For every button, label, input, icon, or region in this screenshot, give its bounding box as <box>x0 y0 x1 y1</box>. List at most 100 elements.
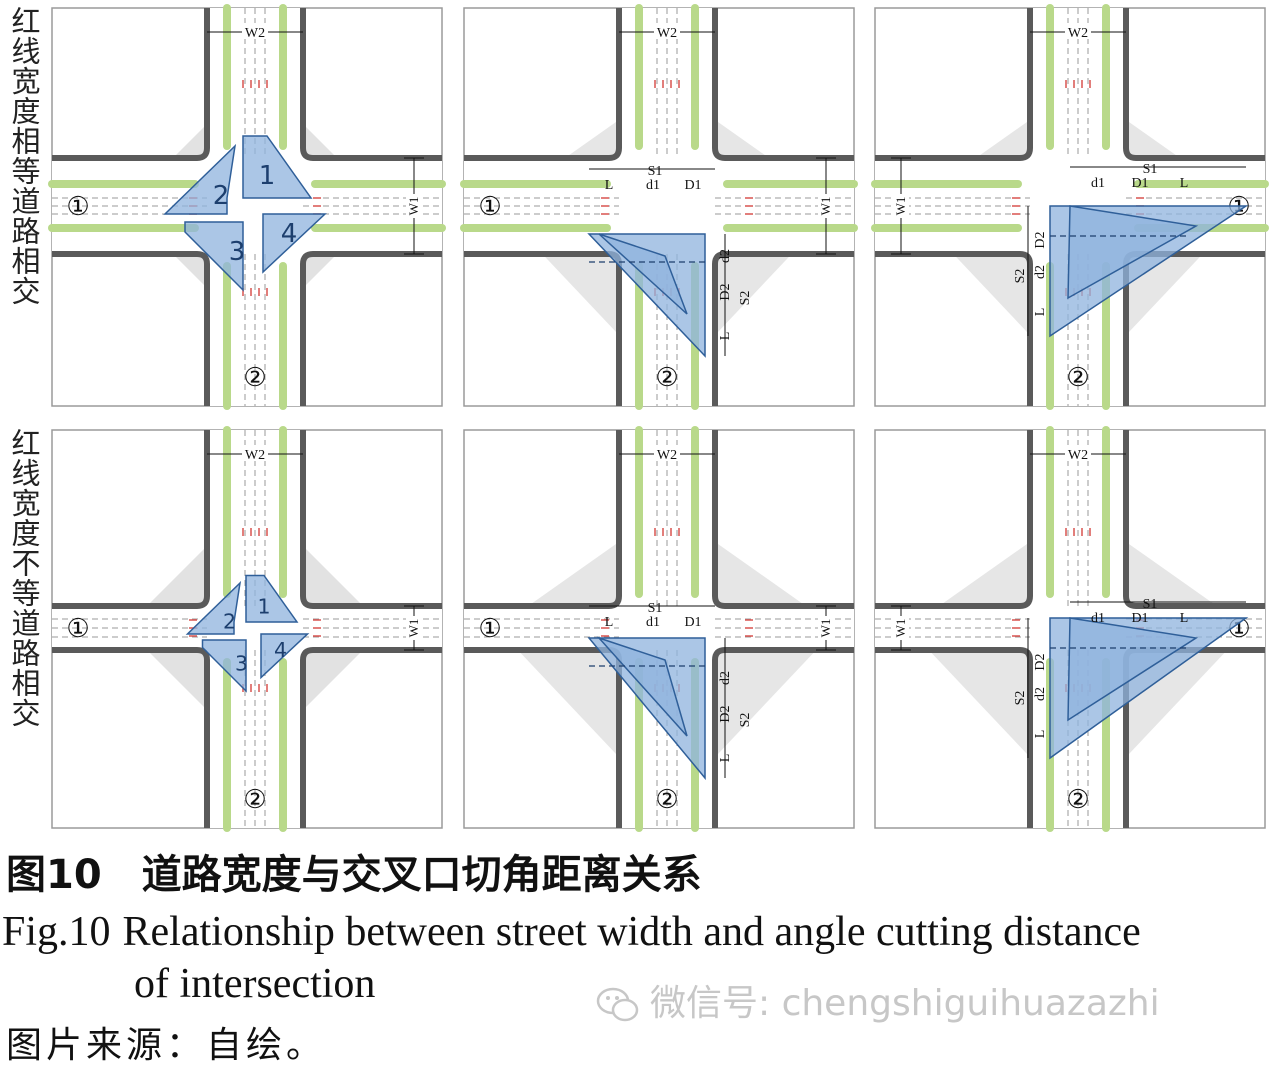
road-edge <box>52 430 210 609</box>
w2-bg <box>242 23 268 39</box>
wechat-icon <box>596 987 639 1022</box>
corner-triangle-3 <box>184 221 244 292</box>
corner-number-3: 3 <box>235 652 248 676</box>
road-edge <box>1123 430 1265 609</box>
road-edge <box>712 430 854 609</box>
l-label: L <box>605 178 614 193</box>
w1-label: W1 <box>893 197 908 216</box>
road-2-label: ② <box>655 785 678 814</box>
road-edge <box>712 8 854 161</box>
w1-bg <box>893 194 909 218</box>
w2-label: W2 <box>245 448 265 463</box>
caption-cn-title: 道路宽度与交叉口切角距离关系 <box>141 852 702 898</box>
d2-label: d2 <box>1033 687 1048 701</box>
cut-triangle-small <box>598 233 688 315</box>
caption-cn-number: 图10 <box>6 852 102 898</box>
corner-triangle-2 <box>185 580 242 635</box>
road-edge <box>52 647 210 828</box>
image-source: 图片来源：自绘。 <box>6 1025 327 1066</box>
road-1-label: ① <box>66 192 89 221</box>
d1-label: d1 <box>1091 611 1105 626</box>
corner-number-2: 2 <box>213 181 230 211</box>
caption-en-number: Fig.10 <box>2 909 111 955</box>
w2-label: W2 <box>657 448 677 463</box>
s2-label: S2 <box>738 291 753 306</box>
l-label: L <box>1180 176 1189 191</box>
l-label: L <box>1180 611 1189 626</box>
d2-label: d2 <box>718 671 733 685</box>
s2-label: S2 <box>1013 691 1028 706</box>
road-2-label: ② <box>243 363 266 392</box>
corner-number-2: 2 <box>223 610 236 634</box>
road-2-label: ② <box>655 363 678 392</box>
road-edge <box>300 251 442 406</box>
s1-label: S1 <box>1143 597 1158 612</box>
road-1-label: ① <box>478 192 501 221</box>
w1-label: W1 <box>818 619 833 638</box>
w2-label: W2 <box>1068 26 1088 41</box>
row-label-unequal: 红线宽度不等道路相交 <box>7 428 41 728</box>
road-edge <box>52 251 210 406</box>
caption-en-title-line1: Relationship between street width and an… <box>122 909 1141 955</box>
w2-bg <box>242 445 268 461</box>
w2-label: W2 <box>245 26 265 41</box>
d2-label: d2 <box>1033 265 1048 279</box>
D2-label: D2 <box>718 705 733 722</box>
road-edge <box>464 8 622 161</box>
w1-label: W1 <box>406 619 421 638</box>
w1-bg <box>893 616 909 640</box>
d1-label: d1 <box>1091 176 1105 191</box>
w1-bg <box>818 616 834 640</box>
w2-label: W2 <box>1068 448 1088 463</box>
cut-triangle-large <box>587 637 706 781</box>
road-2-label: ② <box>1066 785 1089 814</box>
w1-bg <box>818 194 834 218</box>
w2-label: W2 <box>657 26 677 41</box>
w2-bg <box>1065 23 1091 39</box>
l-label-vertical: L <box>718 332 733 341</box>
cut-triangle-small <box>596 636 688 737</box>
corner-triangle-1 <box>245 574 299 623</box>
watermark: 微信号: chengshiguihuazazhi <box>596 974 1160 1026</box>
D2-label: D2 <box>1033 653 1048 670</box>
w2-bg <box>654 23 680 39</box>
w2-bg <box>654 445 680 461</box>
D2-label: D2 <box>718 283 733 300</box>
road-edge <box>52 8 210 161</box>
road-edge <box>300 647 442 828</box>
D1-label: D1 <box>1131 176 1148 191</box>
cut-triangle-small <box>1067 617 1199 722</box>
road-1-label: ① <box>66 614 89 643</box>
intersection-diagram: W2W1①②1234W2W1①②S1Ld1D1d2D2S2LW2W1①②S1d1… <box>48 4 1269 832</box>
corner-number-1: 1 <box>257 595 270 619</box>
road-edge <box>1123 8 1265 161</box>
d1-label: d1 <box>646 178 660 193</box>
row-label-equal: 红线宽度相等道路相交 <box>7 6 41 306</box>
D2-label: D2 <box>1033 231 1048 248</box>
cut-triangle-small <box>1067 205 1199 300</box>
corner-triangle-4 <box>260 633 310 680</box>
s2-label: S2 <box>738 713 753 728</box>
road-2-label: ② <box>243 785 266 814</box>
s2-label: S2 <box>1013 269 1028 284</box>
l-label-vertical: L <box>1033 308 1048 317</box>
l-label: L <box>605 615 614 630</box>
d1-label: d1 <box>646 615 660 630</box>
corner-number-3: 3 <box>229 237 246 267</box>
corner-triangle-4 <box>262 213 327 274</box>
caption-en-title-line2: of intersection <box>134 961 376 1007</box>
corner-number-4: 4 <box>274 638 287 662</box>
caption-cn: 图10 道路宽度与交叉口切角距离关系 <box>6 842 702 900</box>
road-1-label: ① <box>478 614 501 643</box>
l-label-vertical: L <box>718 754 733 763</box>
w1-bg <box>406 194 422 218</box>
D1-label: D1 <box>1131 611 1148 626</box>
corner-triangle-1 <box>242 135 313 199</box>
